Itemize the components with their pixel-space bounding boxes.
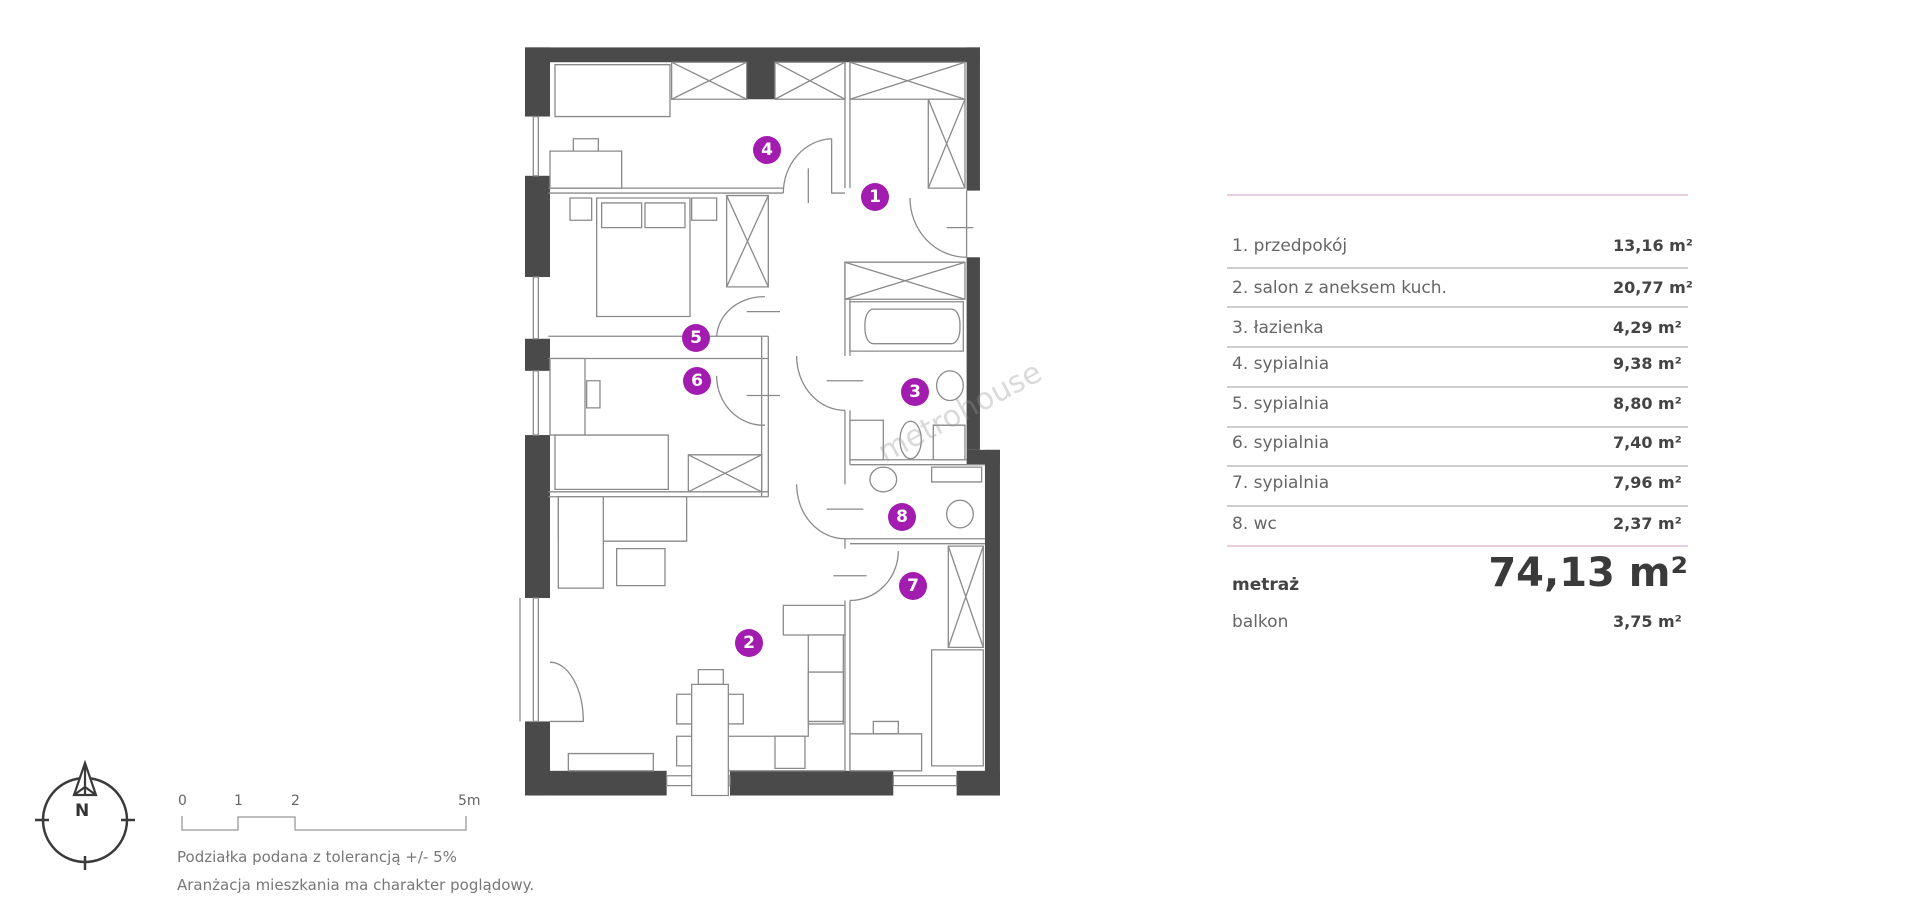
room-label: 6. sypialnia <box>1232 433 1330 453</box>
room-area: 7,40 m² <box>1613 433 1682 452</box>
row-divider <box>1227 505 1688 507</box>
area-row: 7. sypialnia 7,96 m² <box>1232 473 1688 493</box>
room-area: 8,80 m² <box>1613 394 1682 413</box>
room-label: 8. wc <box>1232 514 1277 534</box>
room-marker-4[interactable]: 4 <box>753 136 781 164</box>
room-marker-7[interactable]: 7 <box>899 572 927 600</box>
total-label: metraż <box>1232 575 1300 595</box>
room-area: 4,29 m² <box>1613 318 1682 337</box>
room-label: 4. sypialnia <box>1232 354 1330 374</box>
room-label: 2. salon z aneksem kuch. <box>1232 278 1447 298</box>
total-area: 74,13 m² <box>1488 550 1688 596</box>
area-row: 5. sypialnia 8,80 m² <box>1232 394 1688 414</box>
tolerance-note: Podziałka podana z tolerancją +/- 5% <box>177 848 457 866</box>
scale-tick-label: 1 <box>234 793 243 809</box>
scale-tick-label: 0 <box>178 793 187 809</box>
area-row: 1. przedpokój 13,16 m² <box>1232 236 1693 256</box>
row-divider <box>1227 346 1688 348</box>
area-row: 8. wc 2,37 m² <box>1232 514 1688 534</box>
furniture <box>550 62 983 795</box>
scale-tick-label: 5m <box>458 793 481 809</box>
row-divider <box>1227 426 1688 428</box>
room-marker-3[interactable]: 3 <box>901 378 929 406</box>
outer-walls <box>524 47 1000 796</box>
balcony-area: 3,75 m² <box>1613 612 1682 631</box>
room-label: 7. sypialnia <box>1232 473 1330 493</box>
room-label: 3. łazienka <box>1232 318 1324 338</box>
arrangement-note: Aranżacja mieszkania ma charakter pogląd… <box>177 876 535 894</box>
room-label: 1. przedpokój <box>1232 236 1348 256</box>
total-row: metraż <box>1232 575 1688 595</box>
compass-north-label: N <box>75 801 90 821</box>
balcony-label: balkon <box>1232 612 1289 632</box>
room-area: 7,96 m² <box>1613 473 1682 492</box>
room-marker-1[interactable]: 1 <box>861 183 889 211</box>
area-row: 4. sypialnia 9,38 m² <box>1232 354 1688 374</box>
room-area: 9,38 m² <box>1613 354 1682 373</box>
area-row: 6. sypialnia 7,40 m² <box>1232 433 1688 453</box>
room-area: 13,16 m² <box>1613 236 1693 255</box>
area-row: 2. salon z aneksem kuch. 20,77 m² <box>1232 278 1693 298</box>
area-row: 3. łazienka 4,29 m² <box>1232 318 1688 338</box>
scale-bar <box>181 816 467 831</box>
room-marker-2[interactable]: 2 <box>735 629 763 657</box>
compass-icon <box>35 759 135 870</box>
row-divider <box>1227 306 1688 308</box>
room-label: 5. sypialnia <box>1232 394 1330 414</box>
room-marker-5[interactable]: 5 <box>682 324 710 352</box>
windows <box>520 117 967 786</box>
row-divider <box>1227 465 1688 467</box>
row-divider <box>1227 386 1688 388</box>
balcony-row: balkon 3,75 m² <box>1232 612 1688 632</box>
scale-tick-label: 2 <box>291 793 300 809</box>
room-area: 20,77 m² <box>1613 278 1693 297</box>
room-marker-8[interactable]: 8 <box>888 503 916 531</box>
room-marker-6[interactable]: 6 <box>683 367 711 395</box>
room-area: 2,37 m² <box>1613 514 1682 533</box>
total-divider <box>1227 545 1688 547</box>
row-divider <box>1227 267 1688 269</box>
